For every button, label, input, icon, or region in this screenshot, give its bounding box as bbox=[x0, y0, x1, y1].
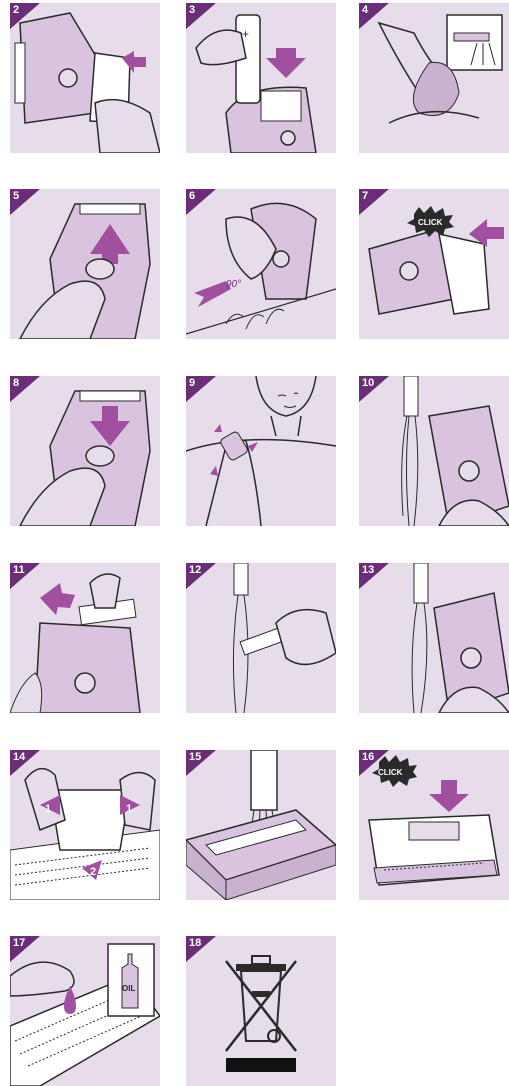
step-number: 14 bbox=[13, 751, 25, 763]
step-14-panel: 1 1 2 14 bbox=[10, 750, 160, 900]
step-12-panel: 12 bbox=[186, 563, 336, 713]
step-13-panel: 13 bbox=[359, 563, 509, 713]
angle-label: 90° bbox=[226, 279, 241, 290]
oil-label: OIL bbox=[122, 984, 135, 993]
step-number: 15 bbox=[189, 751, 201, 763]
step-number: 3 bbox=[189, 4, 195, 16]
step-number: 4 bbox=[362, 4, 368, 16]
step-5-panel: 5 bbox=[10, 189, 160, 339]
step-2-panel: 2 bbox=[10, 3, 160, 153]
step-number: 18 bbox=[189, 937, 201, 949]
marker-2: 2 bbox=[90, 866, 96, 878]
step-15-panel: 15 bbox=[186, 750, 336, 900]
step-11-panel: 11 bbox=[10, 563, 160, 713]
step-number: 11 bbox=[13, 564, 25, 576]
click-label: CLICK bbox=[418, 218, 443, 227]
step-number: 7 bbox=[362, 190, 368, 202]
step-6-panel: 90° 6 bbox=[186, 189, 336, 339]
step-number: 2 bbox=[13, 4, 19, 16]
step-number: 5 bbox=[13, 190, 19, 202]
step-8-panel: 8 bbox=[10, 376, 160, 526]
step-number: 10 bbox=[362, 377, 374, 389]
step-number: 16 bbox=[362, 751, 374, 763]
step-10-panel: 10 bbox=[359, 376, 509, 526]
step-9-panel: 9 bbox=[186, 376, 336, 526]
step-18-panel: 18 bbox=[186, 936, 336, 1086]
step-number: 13 bbox=[362, 564, 374, 576]
step-7-panel: CLICK 7 bbox=[359, 189, 509, 339]
step-number: 8 bbox=[13, 377, 19, 389]
step-number: 9 bbox=[189, 377, 195, 389]
step-3-panel: + 3 bbox=[186, 3, 336, 153]
step-4-panel: 4 bbox=[359, 3, 509, 153]
step-number: 6 bbox=[189, 190, 195, 202]
step-16-panel: CLICK 16 bbox=[359, 750, 509, 900]
step-number: 17 bbox=[13, 937, 25, 949]
svg-text:+: + bbox=[242, 27, 249, 41]
marker-1-right: 1 bbox=[126, 803, 132, 815]
step-17-panel: OIL 17 bbox=[10, 936, 160, 1086]
marker-1-left: 1 bbox=[45, 803, 51, 815]
step-number: 12 bbox=[189, 564, 201, 576]
